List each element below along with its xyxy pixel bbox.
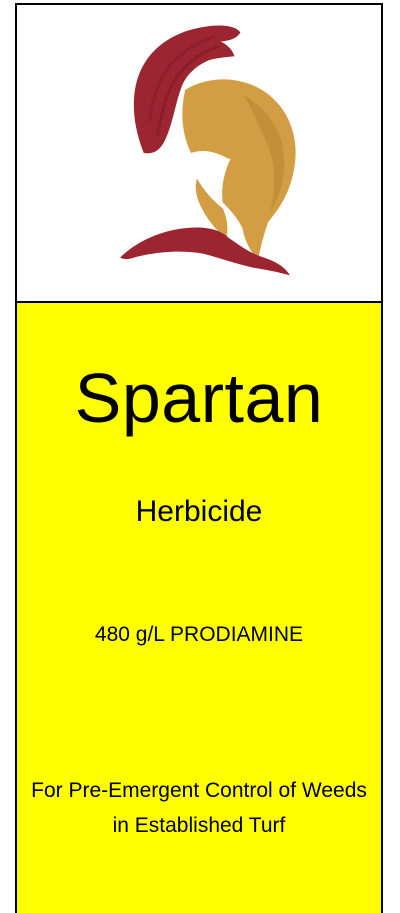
helmet-eye-slot <box>190 151 229 197</box>
helmet-cape <box>120 227 290 276</box>
brand-name: Spartan <box>74 359 324 437</box>
spartan-helmet-icon <box>120 25 296 276</box>
active-ingredient: 480 g/L PRODIAMINE <box>94 623 304 646</box>
product-type: Herbicide <box>135 495 263 528</box>
product-info-panel: Spartan Herbicide 480 g/L PRODIAMINE For… <box>15 303 383 913</box>
usage-statement: For Pre-Emergent Control of Weeds in Est… <box>31 779 367 837</box>
logo-panel <box>15 3 383 303</box>
